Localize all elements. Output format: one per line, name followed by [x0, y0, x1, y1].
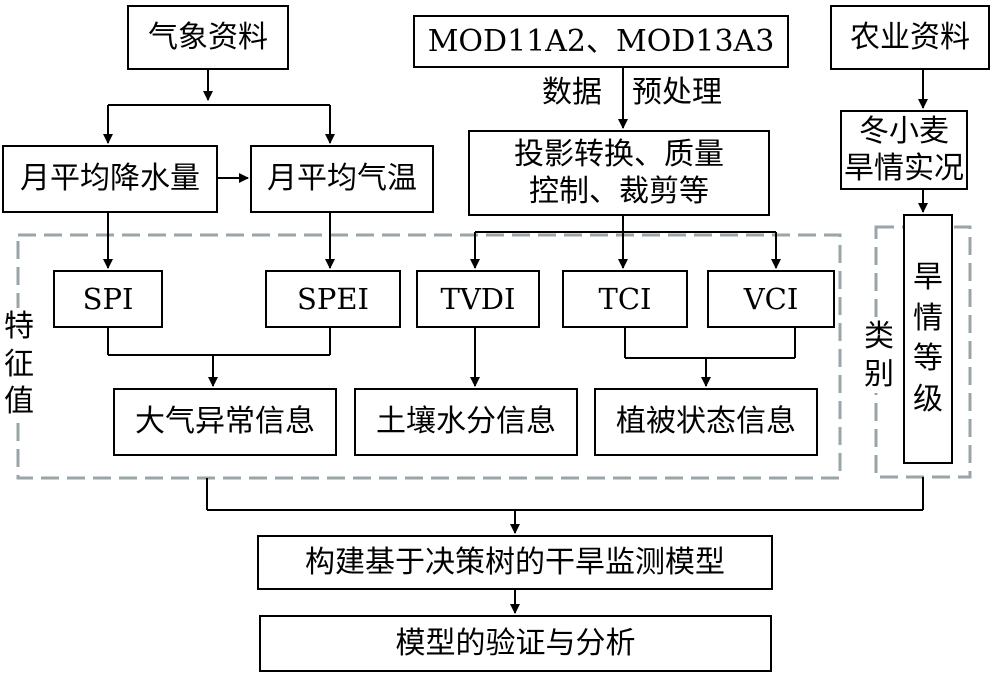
meteo-data-box: 气象资料 — [127, 5, 289, 70]
soil-info-box: 土壤水分信息 — [354, 388, 578, 456]
drought-level-box: 旱 情 等 级 — [903, 214, 953, 464]
preprocess-box: 投影转换、质量 控制、裁剪等 — [468, 130, 770, 216]
atmos-info-box: 大气异常信息 — [113, 388, 337, 456]
preprocess-label: 预处理 — [632, 75, 722, 110]
model-verify-box: 模型的验证与分析 — [259, 615, 772, 672]
category-label: 类 别 — [862, 318, 896, 393]
veg-info-box: 植被状态信息 — [594, 388, 818, 456]
data-label: 数据 — [542, 75, 602, 110]
spi-box: SPI — [53, 270, 163, 328]
vci-box: VCI — [707, 270, 835, 328]
tvdi-box: TVDI — [416, 270, 540, 328]
spei-box: SPEI — [265, 270, 401, 328]
wheat-drought-box: 冬小麦 旱情实况 — [840, 110, 968, 190]
feature-values-label: 特 征 值 — [2, 308, 36, 421]
monthly-temp-box: 月平均气温 — [250, 145, 434, 213]
monthly-precip-box: 月平均降水量 — [2, 145, 218, 213]
agri-data-box: 农业资料 — [830, 5, 990, 70]
model-build-box: 构建基于决策树的干旱监测模型 — [257, 535, 773, 590]
tci-box: TCI — [562, 270, 688, 328]
modis-data-box: MOD11A2、MOD13A3 — [413, 15, 789, 68]
